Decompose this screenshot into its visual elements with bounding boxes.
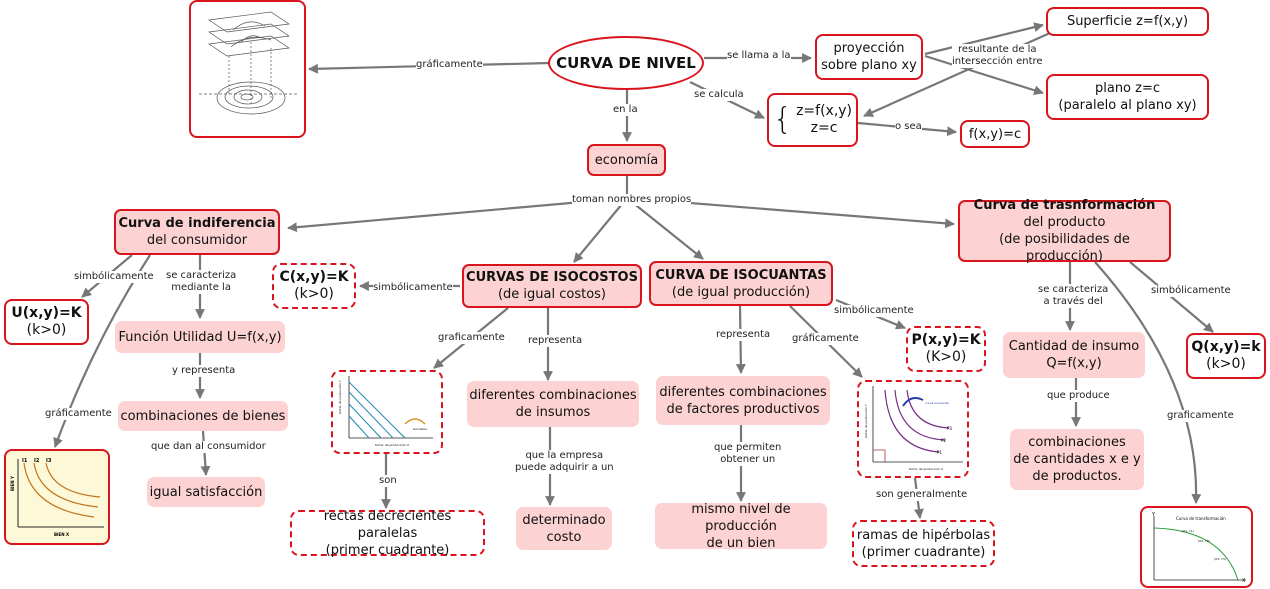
link-hub-isocostos: [573, 197, 628, 263]
transf-title: Curva de transformación: [1176, 516, 1226, 521]
label-o-sea: o sea: [895, 121, 922, 133]
label-graficamente-top: gráficamente: [416, 59, 483, 71]
isocuantas-series-3: P3: [947, 426, 952, 431]
label-graf-cua: gráficamente: [792, 333, 859, 345]
system-of-equations: { z=f(x,y) z=c: [772, 102, 853, 137]
node-p-xy[interactable]: P(x,y)=K(K>0): [906, 326, 986, 372]
node-curva-de-nivel[interactable]: CURVA DE NIVEL: [548, 36, 704, 90]
label-se-llama: se llama a la: [727, 50, 791, 62]
node-rectas[interactable]: rectas decrecientes paralelas(primer cua…: [290, 509, 485, 558]
label-graf-tr: graficamente: [1167, 410, 1234, 422]
node-superficie[interactable]: Superficie z=f(x,y): [1046, 7, 1209, 36]
isocostos-xlabel: factor de producción X: [375, 443, 409, 447]
isocuantas-ylabel: factor de producción Y: [864, 404, 868, 438]
isocuantas-series-1: P1: [937, 450, 942, 455]
link-proyeccion-superficie: [924, 22, 1044, 56]
node-fxy-c[interactable]: f(x,y)=c: [960, 120, 1030, 148]
transformacion-drawing: Y X Curva de transformación (X1, Y1) (X2…: [1151, 512, 1246, 584]
node-igual-satisfaccion[interactable]: igual satisfacción: [147, 477, 265, 507]
node-economia[interactable]: economía: [587, 144, 666, 176]
label-son-generalmente: son generalmente: [876, 489, 968, 501]
isocostos-ylabel: factor de producción Y: [338, 380, 342, 414]
isocuantas-legend: curva isocuanta: [925, 401, 949, 405]
link-tr-q: [1129, 261, 1214, 333]
node-ramas[interactable]: ramas de hipérbolas(primer cuadrante): [852, 520, 995, 567]
link-hub-isocuantas: [626, 197, 704, 260]
label-y-representa: y representa: [172, 365, 236, 377]
label-son: son: [379, 475, 397, 487]
label-simb-tr: simbólicamente: [1151, 285, 1231, 297]
figure-level-curves[interactable]: [189, 0, 306, 138]
label-graf-iso: graficamente: [438, 332, 505, 344]
node-isocuantas[interactable]: CURVA DE ISOCUANTAS(de igual producción): [649, 261, 833, 306]
label-graf-ind: gráficamente: [45, 408, 112, 420]
node-q-xy[interactable]: Q(x,y)=k(k>0): [1186, 333, 1266, 379]
isocuantas-drawing: curva isocuanta P3 P2 P1 factor de produ…: [864, 386, 963, 471]
indiferencia-drawing: I1 I2 I3 BIEN Y BIEN X: [10, 458, 104, 537]
node-plano[interactable]: plano z=c(paralelo al plano xy): [1046, 74, 1209, 120]
node-combinaciones-bienes[interactable]: combinaciones de bienes: [118, 401, 288, 431]
label-representa-cua: representa: [716, 329, 771, 341]
link-hub-indiferencia: [287, 196, 628, 233]
isocuantas-xlabel: factor de producción X: [909, 467, 943, 471]
label-simb-cua: simbólicamente: [834, 305, 914, 317]
figure-indiferencia[interactable]: I1 I2 I3 BIEN Y BIEN X: [4, 449, 110, 545]
label-se-calcula: se calcula: [694, 89, 744, 101]
label-que-dan: que dan al consumidor: [151, 441, 266, 453]
label-en-la: en la: [613, 104, 638, 116]
node-c-xy[interactable]: C(x,y)=K(k>0): [272, 263, 356, 309]
indif-xlabel: BIEN X: [54, 532, 69, 537]
isocuantas-series-2: P2: [941, 438, 946, 443]
node-sistema[interactable]: { z=f(x,y) z=c: [767, 93, 858, 147]
label-simb-iso: simbólicamente: [373, 282, 453, 294]
brace-glyph: {: [772, 102, 793, 137]
figure-isocuantas[interactable]: curva isocuanta P3 P2 P1 factor de produ…: [857, 380, 969, 478]
isocostos-legend: Isocostos: [413, 427, 427, 431]
transf-xlabel: X: [1242, 578, 1246, 584]
indif-ylabel: BIEN Y: [10, 476, 15, 491]
level-curves-drawing: [199, 11, 299, 115]
indif-series-3: I3: [46, 458, 52, 464]
link-tr-grafico: [1094, 261, 1202, 504]
transf-ylabel: Y: [1151, 512, 1156, 518]
link-proyeccion-plano: [924, 54, 1044, 96]
figure-isocostos[interactable]: Isocostos factor de producción Y factor …: [331, 370, 443, 454]
transf-point-2: (X2, Y2): [1198, 539, 1210, 543]
link-combinaciones-igual: [200, 430, 211, 476]
isocostos-drawing: Isocostos factor de producción Y factor …: [338, 376, 433, 447]
label-toman: toman nombres propios: [572, 194, 692, 206]
figure-transformacion[interactable]: Y X Curva de transformación (X1, Y1) (X2…: [1140, 506, 1253, 588]
node-funcion-utilidad[interactable]: Función Utilidad U=f(x,y): [115, 321, 285, 353]
transf-point-3: (X3, Y3): [1214, 557, 1226, 561]
label-representa-iso: representa: [528, 335, 583, 347]
transf-point-1: (X1, Y1): [1182, 529, 1194, 533]
label-produce: que produce: [1047, 390, 1110, 402]
node-isocostos[interactable]: CURVAS DE ISOCOSTOS(de igual costos): [462, 264, 642, 308]
indif-series-2: I2: [34, 458, 40, 464]
label-simb-ind: simbólicamente: [74, 271, 154, 283]
node-u-xy[interactable]: U(x,y)=K(k>0): [4, 299, 89, 345]
indif-series-1: I1: [22, 458, 28, 464]
